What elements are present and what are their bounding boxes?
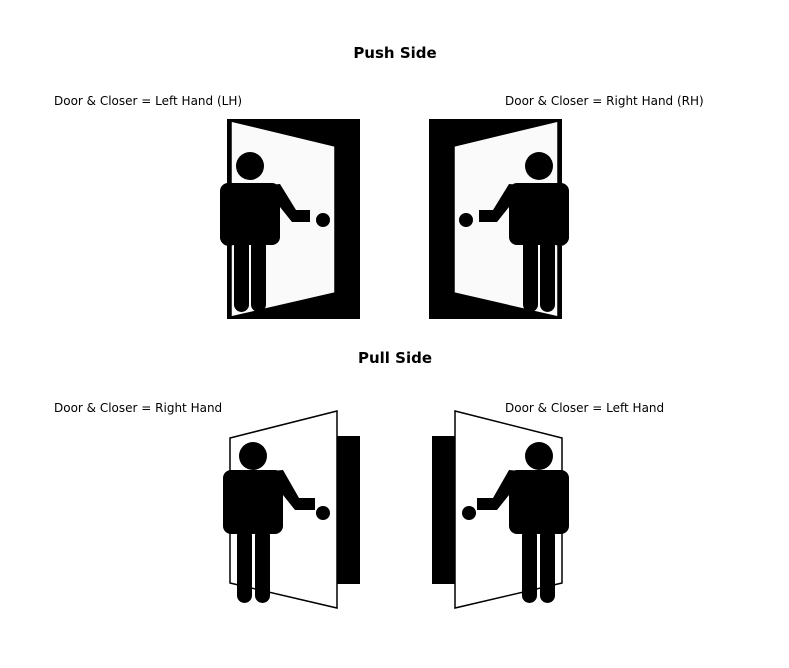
door-knob <box>316 213 330 227</box>
pull-right-caption: Door & Closer = Left Hand <box>505 401 665 415</box>
pull-left-caption: Door & Closer = Right Hand <box>54 401 223 415</box>
person-icon <box>220 152 310 312</box>
door-knob <box>462 506 476 520</box>
pull-right-door-figure <box>432 410 569 609</box>
pull-left-door-figure <box>223 410 360 609</box>
person-icon <box>477 442 569 603</box>
person-icon <box>223 442 315 603</box>
push-side-title: Push Side <box>353 44 437 62</box>
door-frame <box>337 436 360 584</box>
person-left-arm <box>220 188 238 246</box>
push-right-caption: Door & Closer = Right Hand (RH) <box>505 94 704 108</box>
door-knob <box>316 506 330 520</box>
door-knob <box>459 213 473 227</box>
person-icon <box>479 152 569 312</box>
push-right-door-figure <box>429 119 569 319</box>
door-frame <box>432 436 455 584</box>
push-left-door-figure <box>220 119 360 319</box>
push-left-caption: Door & Closer = Left Hand (LH) <box>54 94 243 108</box>
pull-side-title: Pull Side <box>357 349 433 367</box>
